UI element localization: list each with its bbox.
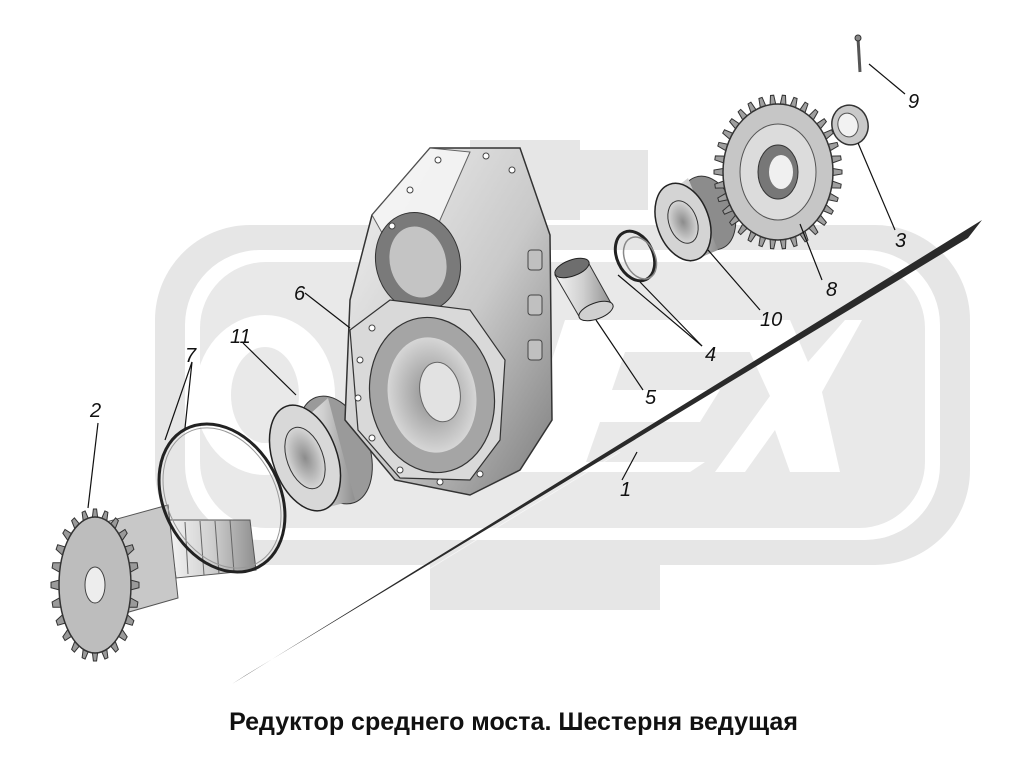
drive-pinion-gear-part-2 (50, 504, 257, 662)
gear-tooth (130, 579, 140, 591)
callout-2: 2 (89, 400, 101, 422)
roller-bearing-part-11 (268, 395, 373, 512)
callout-1: 1 (620, 479, 631, 501)
leader-lines (87, 63, 906, 509)
gear-tooth (779, 94, 787, 106)
gear-tooth (91, 508, 99, 518)
callout-8: 8 (826, 279, 837, 301)
gearbox-housing-part-6 (344, 147, 553, 496)
gear-tooth (91, 652, 99, 662)
cotter-pin-part-9 (854, 34, 862, 73)
axle-shaft-part-1 (232, 220, 982, 684)
callout-4: 4 (705, 344, 716, 366)
callout-7: 7 (185, 345, 197, 367)
snap-ring-part-4 (613, 229, 658, 283)
sleeve-part-5 (554, 257, 614, 322)
callout-5: 5 (645, 387, 657, 409)
driven-gear-part-8 (713, 94, 843, 250)
diagram-caption: Редуктор среднего моста. Шестерня ведуща… (229, 708, 798, 736)
nut-part-3 (831, 104, 869, 146)
gear-tooth (713, 167, 724, 177)
callout-6: 6 (294, 283, 306, 305)
callout-labels: 1 2 3 4 5 6 7 8 9 10 11 (89, 91, 919, 501)
callout-10: 10 (760, 309, 782, 331)
callout-9: 9 (908, 91, 919, 113)
gear-tooth (50, 579, 60, 591)
callout-11: 11 (230, 326, 251, 348)
shim-ring-part-7 (157, 422, 287, 574)
ball-bearing-part-10 (654, 175, 737, 262)
gear-tooth (832, 167, 843, 177)
callout-3: 3 (895, 230, 906, 252)
gear-tooth (769, 94, 777, 106)
